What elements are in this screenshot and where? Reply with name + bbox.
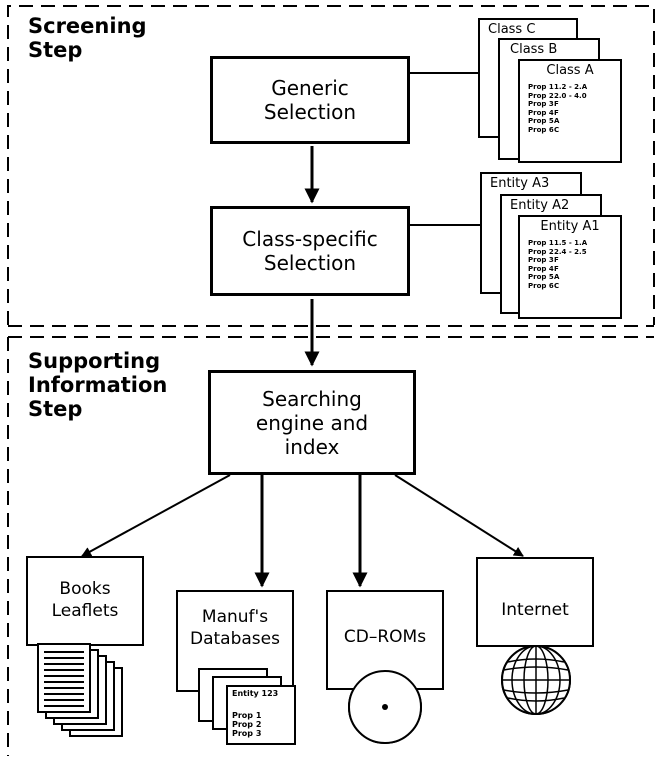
prop-value: A bbox=[554, 117, 560, 125]
class-specific-line1: Class-specific bbox=[242, 227, 378, 251]
prop-value: 2.0 - 4.0 bbox=[554, 91, 587, 100]
search-line3: index bbox=[284, 434, 340, 459]
generic-selection-box: Generic Selection bbox=[210, 56, 410, 144]
prop-value: F bbox=[554, 256, 559, 264]
prop-value: F bbox=[554, 264, 559, 273]
entity-a1-title: Entity A1 bbox=[540, 219, 600, 234]
cdroms-label: CD–ROMs bbox=[343, 627, 427, 647]
prop-name: Prop 5 bbox=[528, 273, 554, 281]
prop-name: Prop 1 bbox=[528, 83, 554, 91]
entity-a2-title: Entity A2 bbox=[510, 198, 570, 213]
screening-title-line2: Step bbox=[28, 38, 83, 62]
class-specific-line2: Selection bbox=[263, 251, 357, 275]
books-leaflets-box: Books Leaflets bbox=[26, 556, 144, 646]
manuf-card-props: Prop 1 Prop 2 Prop 3 bbox=[232, 711, 261, 738]
prop-value: F bbox=[554, 100, 559, 108]
books-line2: Leaflets bbox=[51, 601, 119, 621]
search-to-internet-arrow bbox=[394, 474, 524, 557]
supporting-title-line1: Supporting bbox=[28, 349, 161, 373]
prop-name: Prop 4 bbox=[528, 108, 554, 117]
globe-icon bbox=[501, 645, 571, 715]
search-to-books-arrow bbox=[81, 474, 231, 557]
db-card-front: Entity 123 Prop 1 Prop 2 Prop 3 bbox=[226, 685, 296, 745]
prop-value: C bbox=[554, 125, 560, 134]
manuf-prop: Prop 2 bbox=[232, 720, 262, 729]
manuf-line1: Manuf's bbox=[201, 607, 269, 627]
prop-name: Prop 2 bbox=[528, 247, 554, 256]
prop-value: F bbox=[554, 108, 559, 117]
supporting-title-line2: Information bbox=[28, 373, 168, 397]
prop-name: Prop 3 bbox=[528, 100, 554, 108]
prop-value: 1.5 - 1.A bbox=[554, 239, 588, 247]
books-line1: Books bbox=[59, 579, 111, 599]
manuf-card-title: Entity 123 bbox=[232, 689, 279, 698]
prop-name: Prop 6 bbox=[528, 281, 554, 290]
prop-name: Prop 6 bbox=[528, 125, 554, 134]
manuf-line2: Databases bbox=[190, 629, 280, 649]
searching-engine-box: Searching engine and index bbox=[208, 370, 416, 475]
prop-name: Prop 2 bbox=[528, 91, 554, 100]
prop-name: Prop 5 bbox=[528, 117, 554, 125]
class-c-title: Class C bbox=[488, 22, 536, 37]
class-a-title: Class A bbox=[546, 63, 594, 78]
generic-selection-line2: Selection bbox=[263, 100, 357, 124]
supporting-information-step-title: Supporting Information Step bbox=[28, 349, 167, 421]
search-line1: Searching bbox=[262, 386, 362, 411]
generic-selection-line1: Generic bbox=[271, 76, 349, 100]
prop-value: C bbox=[554, 281, 560, 290]
prop-name: Prop 4 bbox=[528, 264, 554, 273]
manuf-prop: Prop 3 bbox=[232, 729, 262, 738]
screening-section-border bbox=[7, 5, 655, 325]
prop-value: A bbox=[554, 273, 560, 281]
documents-stack-icon bbox=[37, 643, 123, 737]
screening-title-line1: Screening bbox=[28, 14, 147, 38]
screening-step-title: Screening Step bbox=[28, 14, 147, 62]
internet-label: Internet bbox=[501, 600, 569, 620]
search-line2: engine and bbox=[255, 410, 369, 435]
prop-value: 2.4 - 2.5 bbox=[554, 247, 587, 256]
manuf-prop: Prop 1 bbox=[232, 711, 262, 720]
entity-a3-title: Entity A3 bbox=[490, 176, 550, 191]
prop-name: Prop 3 bbox=[528, 256, 554, 264]
prop-value: 1.2 - 2.A bbox=[554, 83, 588, 91]
cd-roms-box: CD–ROMs bbox=[326, 590, 444, 690]
prop-name: Prop 1 bbox=[528, 239, 554, 247]
internet-box: Internet bbox=[476, 557, 594, 647]
class-specific-selection-box: Class-specific Selection bbox=[210, 206, 410, 296]
supporting-title-line3: Step bbox=[28, 397, 83, 421]
class-b-title: Class B bbox=[510, 42, 558, 57]
